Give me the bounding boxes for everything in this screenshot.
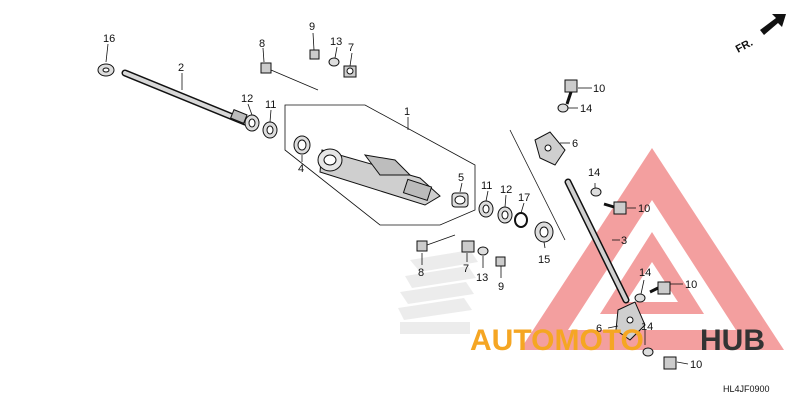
brand-text-hub: HUB <box>700 324 765 357</box>
washer-part-13-lower <box>477 246 489 256</box>
callout-15: 15 <box>538 254 550 266</box>
callout-17: 17 <box>518 192 530 204</box>
bolt-part-9-lower <box>495 256 506 267</box>
callout-7: 7 <box>463 263 469 275</box>
callout-9: 9 <box>309 21 315 33</box>
callout-5: 5 <box>458 172 464 184</box>
collar-part-5 <box>451 192 469 208</box>
callout-13: 13 <box>330 36 342 48</box>
bracket-part-6-upper <box>534 131 566 166</box>
callout-4: 4 <box>298 163 304 175</box>
front-direction-indicator: FR. <box>734 14 786 56</box>
callout-9: 9 <box>498 281 504 293</box>
leader-lines <box>105 32 689 365</box>
nut-part-7-lower <box>461 240 475 253</box>
callout-10: 10 <box>638 203 650 215</box>
bearing-part-11-upper <box>262 121 278 139</box>
callout-1: 1 <box>404 106 410 118</box>
bolt-part-10-mid <box>603 201 627 215</box>
washer-part-16 <box>97 63 115 77</box>
bolt-part-10-top <box>564 79 578 105</box>
clip-part-17 <box>514 212 528 228</box>
callout-7: 7 <box>348 42 354 54</box>
steering-column-part-1 <box>317 148 441 206</box>
washer-part-14-bottom <box>642 347 654 357</box>
callout-14: 14 <box>580 103 592 115</box>
washer-part-14-lower <box>634 293 646 303</box>
callout-12: 12 <box>241 93 253 105</box>
steering-shaft-part <box>121 69 249 126</box>
diagram-code: HL4JF0900 <box>723 384 770 394</box>
automotohub-brand: AUTOMOTO HUB <box>470 324 765 357</box>
honda-wing-watermark <box>398 250 478 334</box>
callout-labels: 16 2 8 9 13 7 1 12 11 4 5 11 12 17 15 8 … <box>103 21 702 371</box>
callout-2: 2 <box>178 62 184 74</box>
washer-part-13-upper <box>328 57 340 67</box>
callout-10: 10 <box>685 279 697 291</box>
callout-3: 3 <box>621 235 627 247</box>
bearing-part-11-lower <box>478 200 494 218</box>
callout-13: 13 <box>476 272 488 284</box>
callout-12: 12 <box>500 184 512 196</box>
callout-14: 14 <box>639 267 651 279</box>
washer-part-14-top <box>557 103 569 113</box>
bearing-part-12-lower <box>497 206 513 224</box>
front-direction-label: FR. <box>734 37 755 56</box>
assembly-frame-lines <box>284 104 476 226</box>
callout-8: 8 <box>259 38 265 50</box>
front-arrow-icon <box>760 14 786 35</box>
seal-part-15 <box>534 221 554 243</box>
brand-text-automoto: AUTOMOTO <box>470 324 644 357</box>
seal-guide-line <box>509 129 566 241</box>
bolt-part-8-lower <box>416 234 456 252</box>
callout-16: 16 <box>103 33 115 45</box>
bolt-part-9-upper <box>309 49 320 60</box>
callout-6: 6 <box>572 138 578 150</box>
bearing-part-12-upper <box>244 114 260 132</box>
bolt-part-10-bottom <box>663 356 677 370</box>
callout-10: 10 <box>690 359 702 371</box>
callout-8: 8 <box>418 267 424 279</box>
nut-part-7-upper <box>343 65 357 78</box>
callout-14: 14 <box>588 167 600 179</box>
bushing-part-4 <box>293 135 311 155</box>
callout-10: 10 <box>593 83 605 95</box>
callout-6: 6 <box>596 323 602 335</box>
callout-11: 11 <box>481 180 492 192</box>
callout-14: 14 <box>641 321 653 333</box>
bolt-part-8-upper <box>260 62 319 91</box>
steering-rod-part-3 <box>564 178 630 304</box>
washer-part-14-mid <box>590 187 602 197</box>
automotohub-triangle-logo <box>520 148 784 350</box>
callout-11: 11 <box>265 99 276 111</box>
bolt-part-10-lower <box>649 281 671 295</box>
